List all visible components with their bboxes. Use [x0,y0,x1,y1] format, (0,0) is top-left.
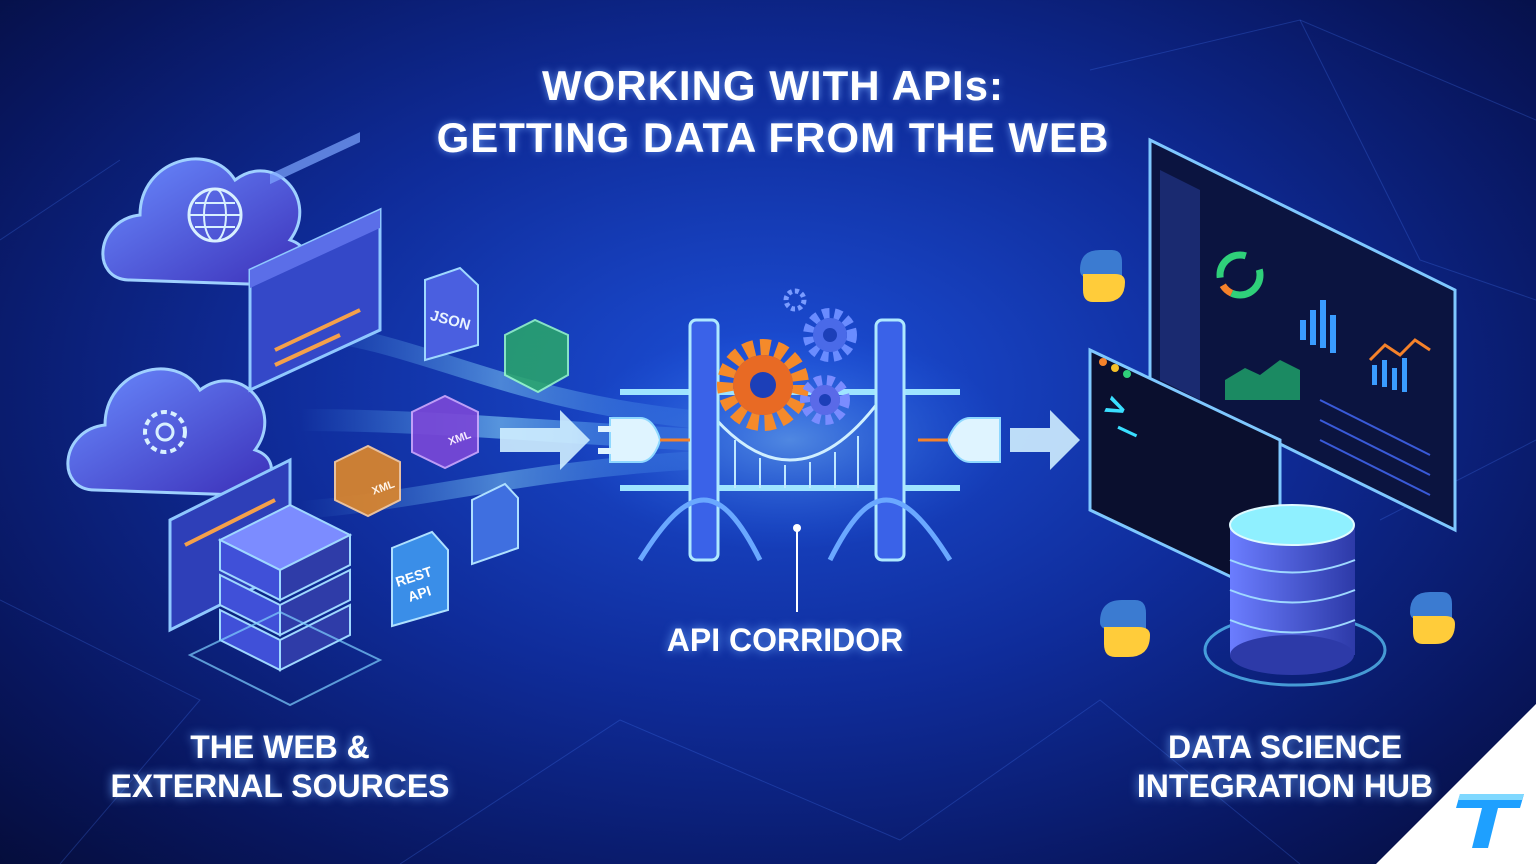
python-icon [1410,592,1455,644]
data-cube-green [504,318,569,394]
web-caption-line-2: EXTERNAL SOURCES [110,768,450,804]
python-icon [1100,600,1150,657]
dashboard-monitor [1148,137,1457,533]
api-corridor-caption: API CORRIDOR [666,622,904,658]
title-line-1: WORKING WITH APIs: [541,62,1005,109]
browser-window-icon [248,132,382,393]
plug-icon [918,417,1001,463]
python-icon [1080,250,1125,302]
xml-cube-purple: XML [411,394,479,470]
rest-api-tile: REST API [391,530,449,628]
integration-hub-caption: DATA SCIENCE INTEGRATION HUB [1080,728,1490,806]
server-stack-icon [187,503,383,707]
arrow-left [500,410,590,470]
gear-icon [783,288,807,312]
document-tile [471,482,519,566]
web-sources-caption: THE WEB & EXTERNAL SOURCES [70,728,490,806]
gear-icon [717,339,809,431]
title-line-2: GETTING DATA FROM THE WEB [436,114,1110,161]
plug-icon [598,417,690,463]
xml-cube-orange: XML [334,444,401,518]
json-file-tile: JSON [424,266,479,362]
web-caption-line-1: THE WEB & [190,729,370,765]
arrow-right [1010,410,1080,470]
database-icon [1203,504,1387,687]
gear-icon [803,308,857,362]
gear-icon [800,375,850,425]
api-tile-label: API [406,582,433,604]
corner-badge [1376,704,1536,864]
cloud-gear-icon [66,367,273,497]
hub-caption-line-1: DATA SCIENCE [1167,729,1403,765]
api-bridge [570,318,1010,612]
brand-logo [1456,794,1524,848]
